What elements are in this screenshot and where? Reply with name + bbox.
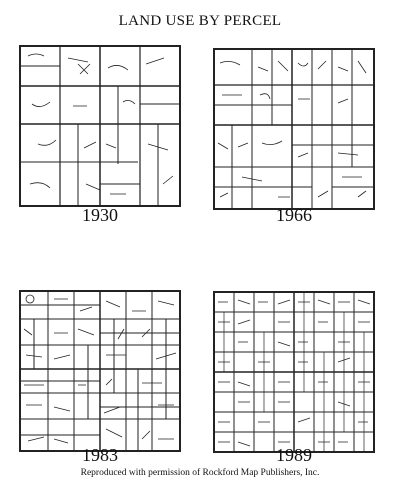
plat-map-1966 bbox=[212, 47, 376, 211]
plat-map-1983-drawing bbox=[19, 290, 181, 452]
plat-map-1989-drawing bbox=[213, 291, 375, 453]
plat-map-1983 bbox=[18, 289, 182, 453]
plat-map-1930-drawing bbox=[19, 45, 181, 207]
plat-map-1966-drawing bbox=[213, 48, 375, 210]
credit-line: Reproduced with permission of Rockford M… bbox=[80, 468, 320, 478]
year-label-1983: 1983 bbox=[82, 445, 118, 465]
plat-map-1930 bbox=[18, 44, 182, 208]
year-label-1989: 1989 bbox=[276, 445, 312, 465]
page-title: LAND USE BY PERCEL bbox=[118, 13, 282, 29]
year-label-1966: 1966 bbox=[276, 205, 312, 225]
plat-map-1989 bbox=[212, 290, 376, 454]
year-label-1930: 1930 bbox=[82, 205, 118, 225]
